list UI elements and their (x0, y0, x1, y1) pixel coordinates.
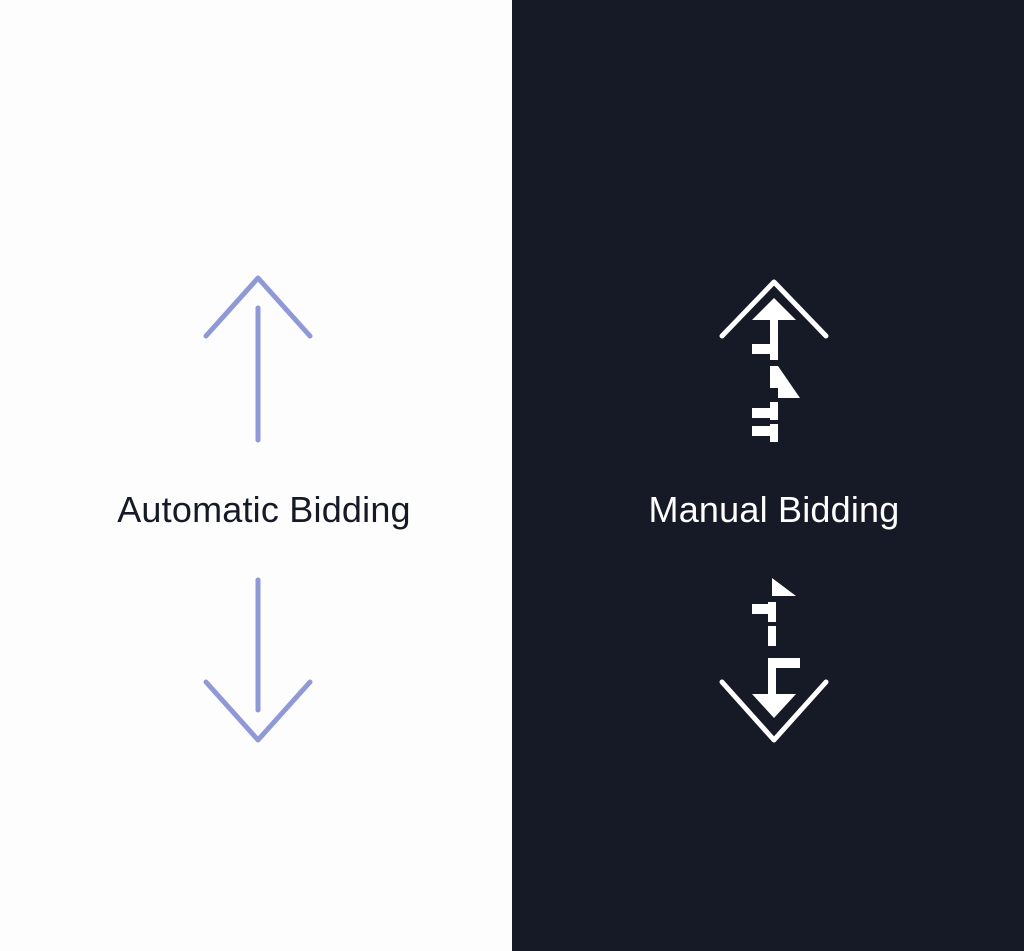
stepped-arrow-down-icon (719, 578, 829, 743)
stepped-arrow-up-icon (719, 279, 829, 442)
manual-bidding-label: Manual Bidding (648, 489, 900, 530)
automatic-bidding-label: Automatic Bidding (117, 489, 411, 530)
arrow-down-icon (203, 577, 313, 743)
automatic-bidding-panel: Automatic Bidding (117, 275, 411, 743)
arrow-up-icon (203, 275, 313, 443)
manual-bidding-panel: Manual Bidding (512, 0, 1024, 951)
